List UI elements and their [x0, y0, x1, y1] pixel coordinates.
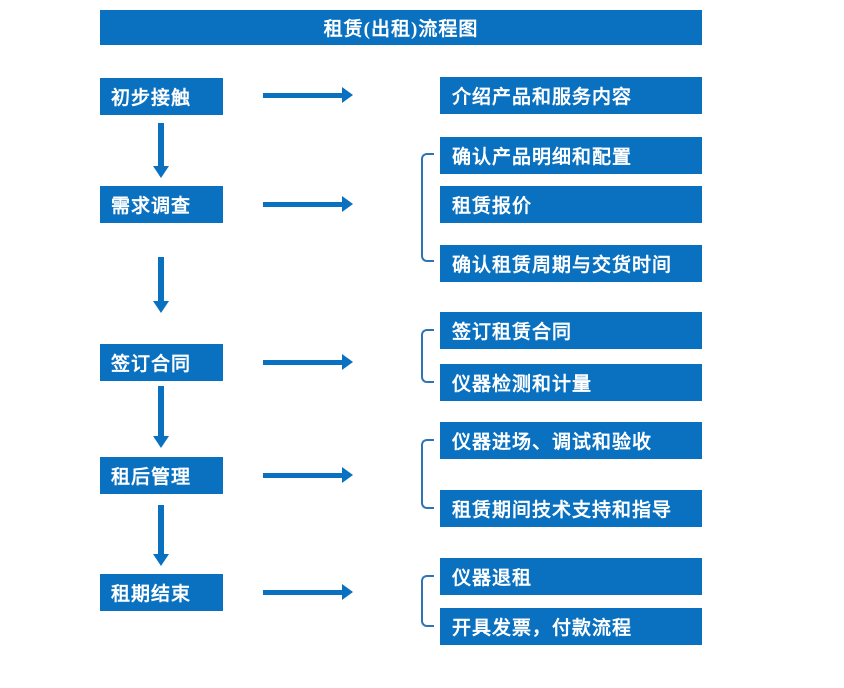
arrow-down-icon: [153, 257, 169, 313]
arrow-right-icon: [263, 87, 353, 103]
detail-box-tech-support: 租赁期间技术支持和指导: [440, 490, 702, 527]
step-box-sign-contract: 签订合同: [100, 344, 223, 381]
step-box-initial-contact: 初步接触: [100, 78, 223, 115]
group-bracket-icon: [421, 329, 434, 383]
arrow-right-icon: [263, 467, 353, 483]
detail-box-sign-rental-contract: 签订租赁合同: [440, 312, 702, 349]
detail-box-introduce-products: 介绍产品和服务内容: [440, 77, 702, 114]
step-box-post-rental-mgmt: 租后管理: [100, 457, 223, 494]
detail-box-confirm-product-spec: 确认产品明细和配置: [440, 137, 702, 174]
detail-box-instrument-testing: 仪器检测和计量: [440, 364, 702, 401]
group-bracket-icon: [421, 439, 434, 509]
detail-box-rental-quote: 租赁报价: [440, 186, 702, 223]
group-bracket-icon: [421, 575, 434, 627]
flowchart-title: 租赁(出租)流程图: [100, 10, 702, 45]
arrow-down-icon: [153, 386, 169, 448]
group-bracket-icon: [421, 153, 434, 262]
arrow-right-icon: [263, 354, 353, 370]
step-box-rental-end: 租期结束: [100, 574, 223, 611]
arrow-right-icon: [263, 584, 353, 600]
detail-box-instrument-return: 仪器退租: [440, 558, 702, 595]
detail-box-instrument-setup: 仪器进场、调试和验收: [440, 422, 702, 459]
arrow-down-icon: [153, 505, 169, 566]
arrow-right-icon: [263, 196, 353, 212]
detail-box-confirm-period: 确认租赁周期与交货时间: [440, 245, 702, 282]
detail-box-invoice-payment: 开具发票，付款流程: [440, 608, 702, 645]
arrow-down-icon: [153, 123, 169, 178]
step-box-needs-survey: 需求调查: [100, 186, 223, 223]
